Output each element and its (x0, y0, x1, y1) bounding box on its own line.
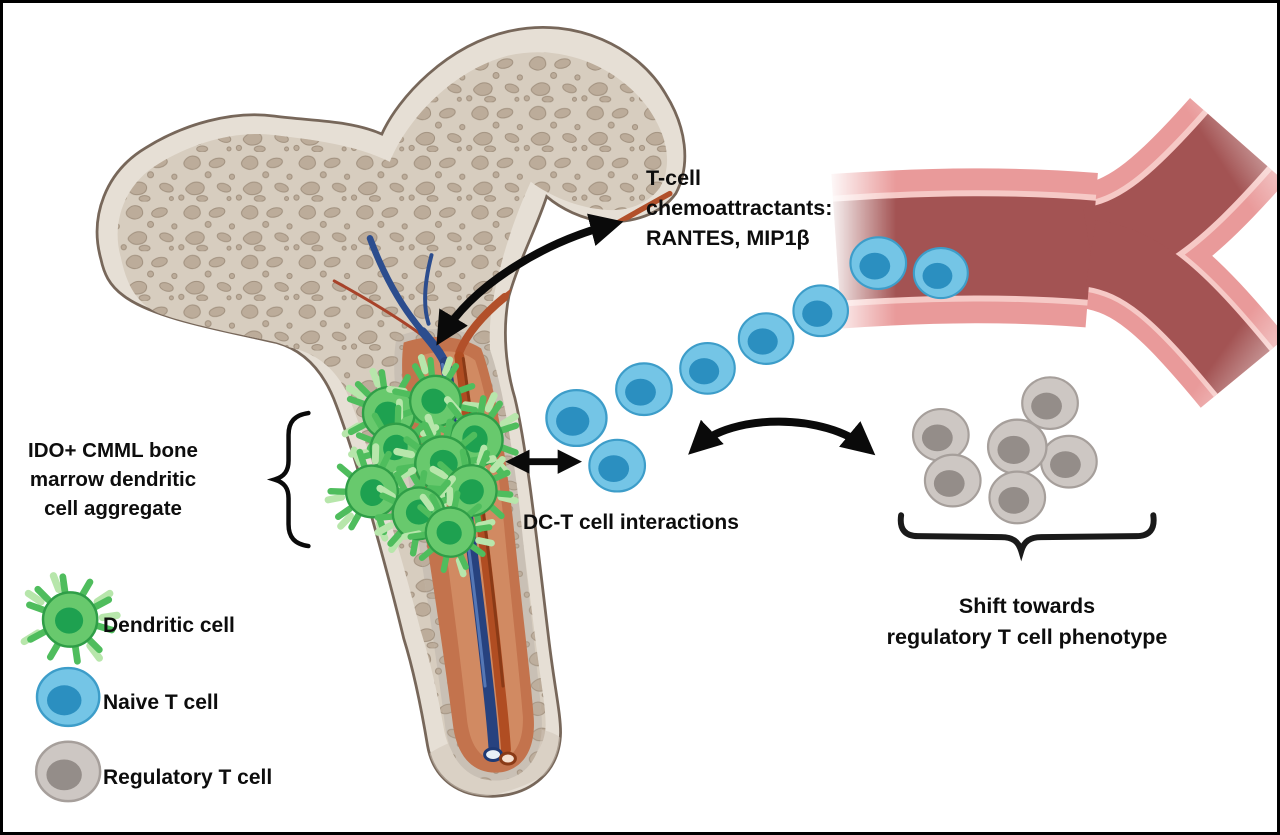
treg-shift-label: Shift towards regulatory T cell phenotyp… (847, 591, 1207, 653)
vessel-upper-branch-fade (1166, 62, 1277, 237)
dc-t-interactions-label: DC-T cell interactions (523, 511, 739, 534)
dc-aggregate-label: IDO+ CMML bone marrow dendritic cell agg… (13, 436, 213, 523)
treg-shift-line-1: Shift towards (958, 594, 1096, 618)
chemoattractants-line-1: T-cell (646, 166, 701, 190)
t-to-treg-arrow (688, 417, 876, 456)
chemoattractants-label: T-cell chemoattractants: RANTES, MIP1β (646, 163, 832, 253)
treg-shift-line-2: regulatory T cell phenotype (886, 625, 1168, 649)
legend-label-regulatory-t-cell: Regulatory T cell (103, 766, 273, 789)
legend-regulatory-t-cell-icon (36, 741, 101, 802)
chemoattractants-line-3: RANTES, MIP1β (646, 226, 810, 250)
legend-label-dendritic-cell: Dendritic cell (103, 614, 235, 637)
vessel-lower-branch-fade (1164, 282, 1277, 447)
dc-aggregate-line-3: cell aggregate (44, 497, 182, 520)
dc-aggregate-brace (266, 410, 311, 549)
chemoattractant-arrow (436, 213, 624, 346)
chemoattractants-line-2: chemoattractants: (646, 196, 833, 220)
illustration (24, 25, 1277, 802)
dc-aggregate-line-2: marrow dendritic (29, 468, 197, 491)
regulatory-t-cell-cluster (913, 377, 1097, 524)
annotation-arrows (436, 213, 876, 474)
dc-aggregate-line-1: IDO+ CMML bone (28, 439, 198, 462)
legend-naive-t-cell-icon (37, 668, 100, 726)
legend-label-naive-t-cell: Naive T cell (103, 691, 219, 714)
treg-cluster-brace (897, 512, 1157, 562)
